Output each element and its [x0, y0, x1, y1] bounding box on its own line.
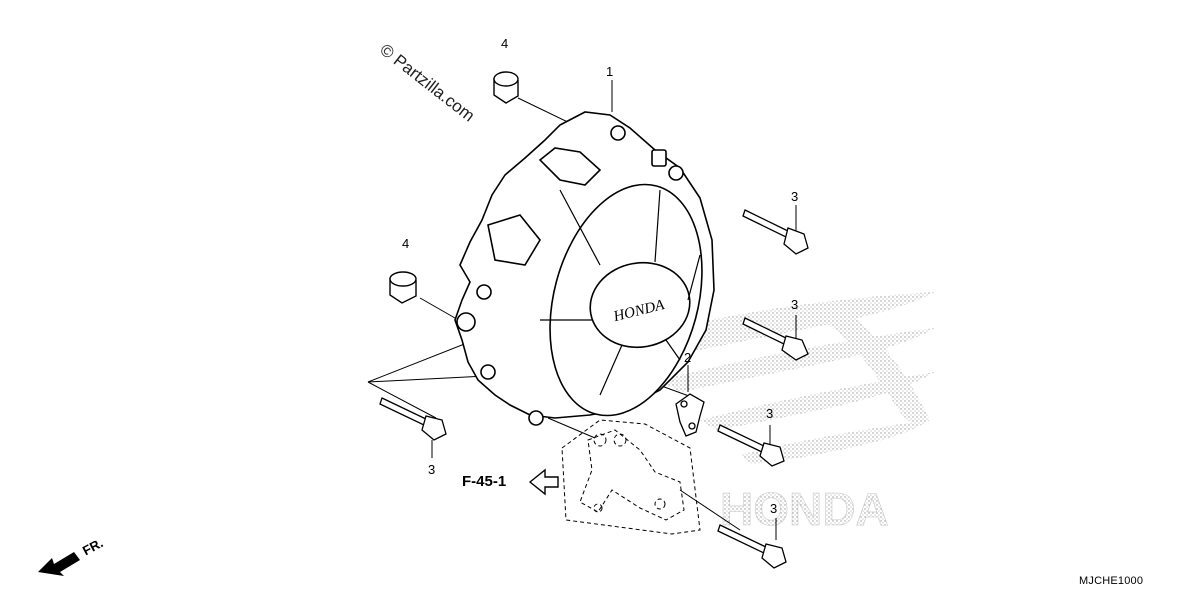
bolt-bottom-right — [717, 524, 787, 569]
front-direction-arrow-icon — [38, 552, 80, 576]
bolt-right-middle — [742, 317, 809, 361]
callout-part-2: 2 — [684, 350, 692, 365]
bolt-left — [379, 397, 447, 441]
callout-part-4-upper: 4 — [501, 36, 509, 51]
honda-wordmark-watermark: HONDA — [720, 483, 889, 535]
callout-part-3-right-lower: 3 — [766, 406, 774, 421]
dowel-collar-upper — [493, 71, 519, 104]
reference-arrow-icon — [528, 468, 559, 496]
bolt-right-lower — [717, 424, 785, 467]
callout-part-1: 1 — [606, 64, 614, 79]
bolt-right-upper — [742, 209, 809, 255]
callout-part-3-left: 3 — [428, 462, 436, 477]
referenced-bracket-outline — [561, 419, 701, 535]
reference-label: F-45-1 — [462, 473, 507, 490]
callout-part-3-right-upper: 3 — [791, 189, 799, 204]
dowel-collar-lower — [389, 271, 417, 304]
generator-cover — [454, 111, 715, 426]
bracket — [675, 393, 705, 437]
callout-part-4-lower: 4 — [402, 236, 410, 251]
callout-part-3-bottom: 3 — [770, 501, 778, 516]
drawing-code: MJCHE1000 — [1079, 575, 1144, 587]
callout-part-3-right-middle: 3 — [791, 297, 799, 312]
